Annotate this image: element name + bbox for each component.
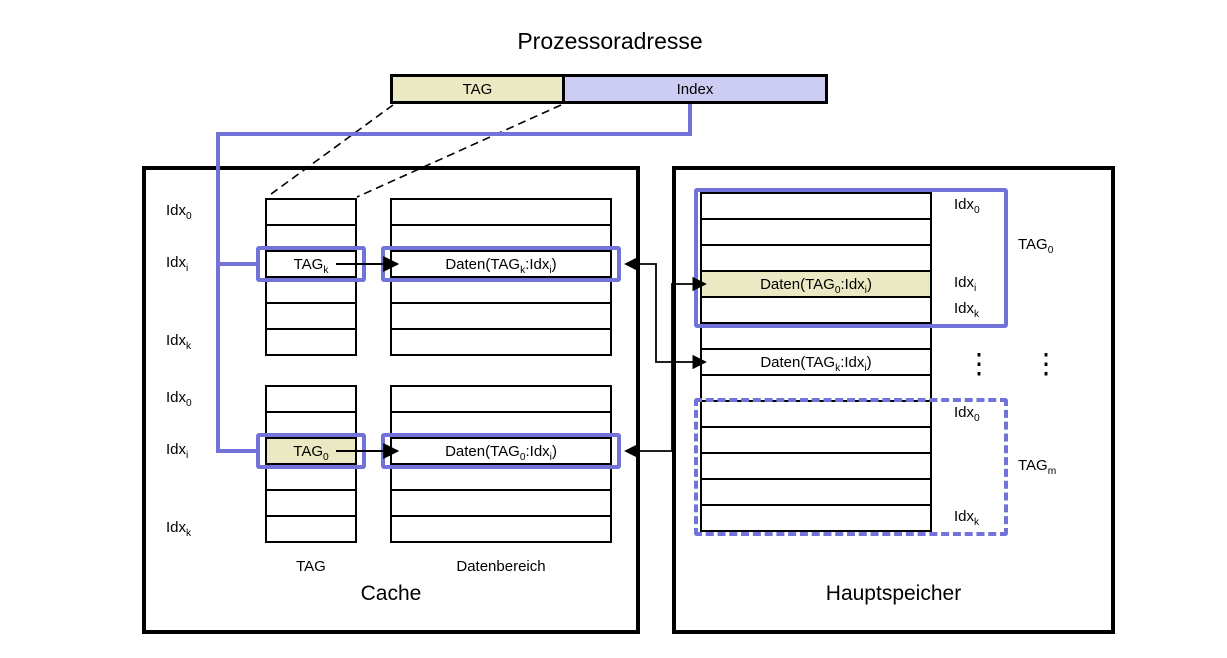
cache-tag-cell bbox=[267, 387, 355, 413]
memory-row-label-idxk-block0: Idxk bbox=[954, 300, 980, 320]
memory-block0-label: TAG0 bbox=[1018, 236, 1054, 256]
memory-cell bbox=[702, 324, 930, 350]
cache-tag-entry-set2: TAG0 bbox=[293, 442, 329, 463]
cache-data-cell-hit: Daten(TAG0:Idxi) bbox=[392, 439, 610, 465]
cache-data-cell bbox=[392, 465, 610, 491]
memory-blockm-label: TAGm bbox=[1018, 457, 1057, 477]
memory-row-label-idxk-blockm: Idxk bbox=[954, 508, 980, 528]
cache-caption: Cache bbox=[360, 582, 422, 605]
cache-tag-cell bbox=[267, 491, 355, 517]
memory-block0-data-entry: Daten(TAG0:Idxi) bbox=[760, 275, 872, 296]
memory-cell bbox=[702, 298, 930, 324]
cache-data-cell bbox=[392, 330, 610, 354]
cache-data-cell bbox=[392, 200, 610, 226]
memory-ellipsis-right: ⋮ bbox=[1032, 348, 1060, 379]
memory-cell-block0-data: Daten(TAG0:Idxi) bbox=[702, 272, 930, 298]
cache-row-label-idx0-set2: Idx0 bbox=[166, 389, 192, 409]
processor-address-box: TAG Index bbox=[390, 74, 828, 104]
memory-column: Daten(TAG0:Idxi) Daten(TAGk:Idxi) bbox=[700, 192, 932, 532]
memory-cell-tagk-data: Daten(TAGk:Idxi) bbox=[702, 350, 930, 376]
cache-row-label-idx0-set1: Idx0 bbox=[166, 202, 192, 222]
memory-cell bbox=[702, 454, 930, 480]
cache-data-column-caption: Datenbereich bbox=[456, 558, 546, 575]
memory-cell bbox=[702, 376, 930, 402]
memory-cell bbox=[702, 428, 930, 454]
cache-data-cell bbox=[392, 304, 610, 330]
memory-row-label-idx0-block0: Idx0 bbox=[954, 196, 980, 216]
cache-tag-column-caption: TAG bbox=[296, 558, 326, 575]
memory-row-label-idxi-block0: Idxi bbox=[954, 274, 977, 294]
cache-tag-cell bbox=[267, 465, 355, 491]
memory-row-label-idx0-blockm: Idx0 bbox=[954, 404, 980, 424]
cache-tag-cell bbox=[267, 278, 355, 304]
memory-cell bbox=[702, 506, 930, 530]
cache-data-cell bbox=[392, 387, 610, 413]
cache-data-cell bbox=[392, 413, 610, 439]
cache-tag-entry-set1: TAGk bbox=[293, 255, 329, 276]
cache-row-label-idxk-set2: Idxk bbox=[166, 519, 192, 539]
cache-tag-column-set2: TAG0 bbox=[265, 385, 357, 543]
cache-data-entry-set1: Daten(TAGk:Idxi) bbox=[445, 255, 557, 276]
memory-cell bbox=[702, 194, 930, 220]
address-tag-field: TAG bbox=[393, 77, 565, 101]
cache-row-label-idxk-set1: Idxk bbox=[166, 332, 192, 352]
memory-cell bbox=[702, 402, 930, 428]
memory-tagk-data-entry: Daten(TAGk:Idxi) bbox=[760, 353, 872, 374]
cache-tag-cell bbox=[267, 517, 355, 541]
memory-ellipsis-left: ⋮ bbox=[965, 348, 993, 379]
memory-cell bbox=[702, 246, 930, 272]
memory-cell bbox=[702, 480, 930, 506]
cache-tag-cell-hit: TAGk bbox=[267, 252, 355, 278]
cache-tag-cell bbox=[267, 226, 355, 252]
main-memory-caption: Hauptspeicher bbox=[825, 582, 962, 605]
cache-tag-cell bbox=[267, 200, 355, 226]
cache-data-column-set2: Daten(TAG0:Idxi) bbox=[390, 385, 612, 543]
cache-tag-cell-hit: TAG0 bbox=[267, 439, 355, 465]
cache-row-label-idxi-set1: Idxi bbox=[166, 254, 189, 274]
cache-tag-cell bbox=[267, 413, 355, 439]
cache-data-cell bbox=[392, 278, 610, 304]
cache-tag-cell bbox=[267, 330, 355, 354]
cache-data-cell bbox=[392, 517, 610, 541]
cache-tag-column-set1: TAGk bbox=[265, 198, 357, 356]
cache-data-cell bbox=[392, 226, 610, 252]
cache-data-cell bbox=[392, 491, 610, 517]
processor-address-title: Prozessoradresse bbox=[517, 28, 703, 54]
cache-tag-cell bbox=[267, 304, 355, 330]
cache-data-entry-set2: Daten(TAG0:Idxi) bbox=[445, 442, 557, 463]
memory-cell bbox=[702, 220, 930, 246]
address-index-field: Index bbox=[565, 77, 825, 101]
cache-row-label-idxi-set2: Idxi bbox=[166, 441, 189, 461]
cache-data-column-set1: Daten(TAGk:Idxi) bbox=[390, 198, 612, 356]
cache-data-cell-hit: Daten(TAGk:Idxi) bbox=[392, 252, 610, 278]
